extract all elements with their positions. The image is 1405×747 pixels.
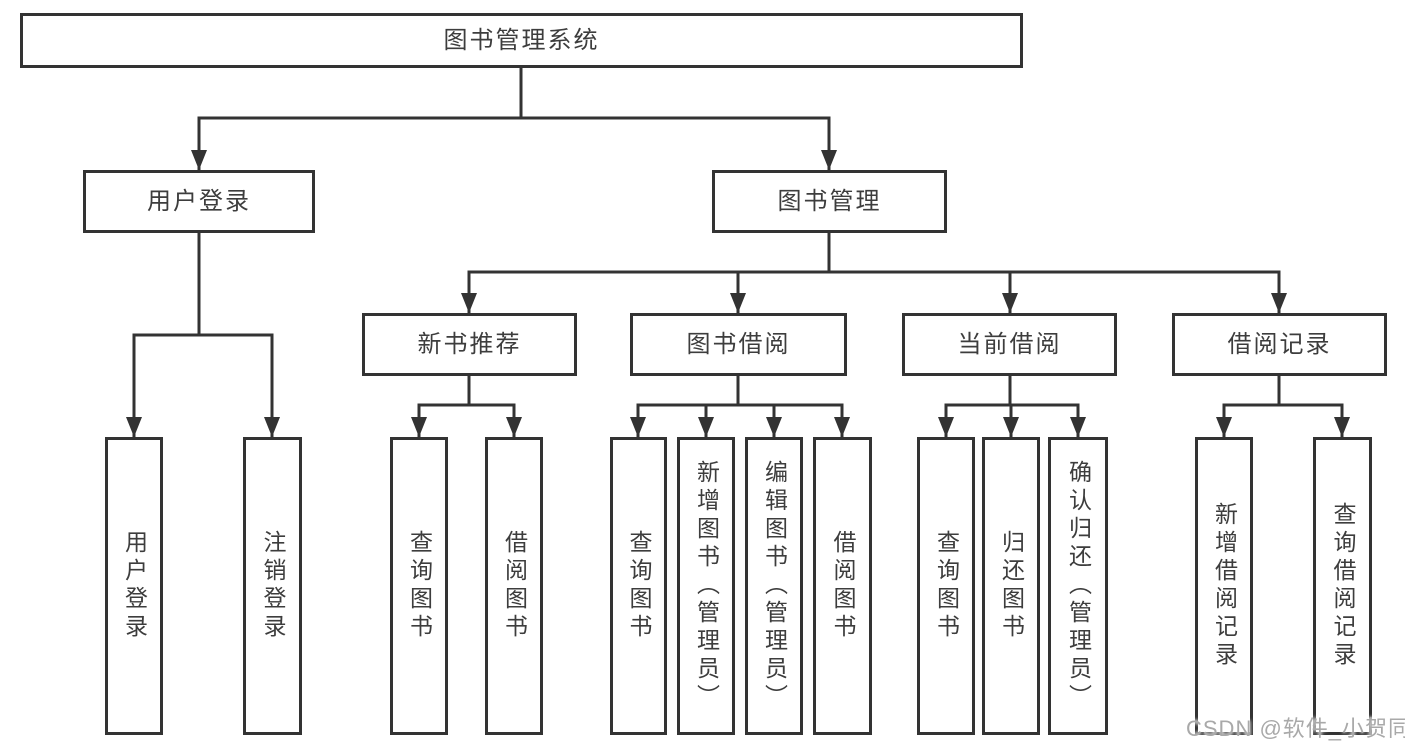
connector-arrows (126, 118, 1350, 437)
leaf-label: 借阅图书 (501, 530, 528, 642)
node-borrowing-records: 借阅记录 (1172, 313, 1387, 376)
node-current-borrowing: 当前借阅 (902, 313, 1117, 376)
node-label: 图书管理 (777, 187, 882, 215)
leaf-add-books-admin: 新增图书（管理员） (677, 437, 735, 735)
leaf-label: 归还图书 (998, 530, 1025, 642)
node-book-borrowing: 图书借阅 (630, 313, 847, 376)
leaf-label: 确认归还（管理员） (1065, 460, 1092, 712)
node-label: 新书推荐 (417, 330, 522, 358)
leaf-label: 查询图书 (933, 530, 960, 642)
leaf-label: 注销登录 (260, 530, 286, 642)
node-label: 当前借阅 (957, 330, 1062, 358)
node-library-management-system: 图书管理系统 (20, 13, 1023, 68)
leaf-logout: 注销登录 (243, 437, 302, 735)
leaf-query-books-borrowing: 查询图书 (610, 437, 667, 735)
leaf-edit-books-admin: 编辑图书（管理员） (745, 437, 803, 735)
leaf-user-login: 用户登录 (105, 437, 163, 735)
leaf-borrow-books-borrowing: 借阅图书 (813, 437, 872, 735)
leaf-label: 编辑图书（管理员） (761, 460, 788, 712)
leaf-return-books: 归还图书 (982, 437, 1040, 735)
leaf-label: 新增图书（管理员） (693, 460, 720, 712)
node-label: 图书借阅 (686, 330, 791, 358)
leaf-label: 新增借阅记录 (1211, 502, 1238, 670)
node-new-book-recommendation: 新书推荐 (362, 313, 577, 376)
node-user-login: 用户登录 (83, 170, 315, 233)
leaf-label: 查询图书 (626, 530, 652, 642)
leaf-add-borrow-record: 新增借阅记录 (1195, 437, 1253, 735)
leaf-query-books-recommend: 查询图书 (390, 437, 448, 735)
leaf-confirm-return-admin: 确认归还（管理员） (1048, 437, 1108, 735)
leaf-query-borrow-record: 查询借阅记录 (1313, 437, 1372, 735)
node-book-management: 图书管理 (712, 170, 947, 233)
leaf-label: 查询图书 (406, 530, 433, 642)
node-label: 图书管理系统 (443, 26, 600, 54)
node-label: 用户登录 (147, 187, 251, 215)
leaf-label: 用户登录 (121, 530, 148, 642)
leaf-borrow-books-recommend: 借阅图书 (485, 437, 543, 735)
node-label: 借阅记录 (1227, 330, 1332, 358)
leaf-label: 查询借阅记录 (1330, 502, 1356, 670)
csdn-watermark: CSDN @软件_小贺同学 (1186, 716, 1405, 741)
leaf-label: 借阅图书 (830, 530, 856, 642)
leaf-query-books-current: 查询图书 (917, 437, 975, 735)
